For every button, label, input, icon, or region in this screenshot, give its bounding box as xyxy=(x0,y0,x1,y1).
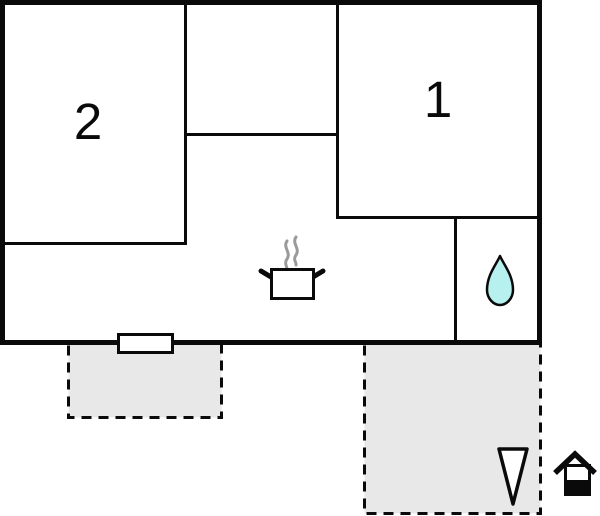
wall-middleroom-bottom xyxy=(184,133,339,136)
steam-icon xyxy=(284,239,290,273)
wall-bathroom-left xyxy=(454,216,457,345)
water-drop-icon xyxy=(485,254,515,307)
terrace-left xyxy=(67,342,223,419)
wall-outer-top xyxy=(0,0,542,5)
wall-outer-bottom xyxy=(0,340,542,345)
wall-outer-right xyxy=(537,0,542,345)
wall-room2-right xyxy=(184,0,187,245)
wall-outer-left xyxy=(0,0,5,345)
wall-room1-bottom xyxy=(336,216,542,219)
room-2-label: 2 xyxy=(73,93,103,150)
entrance-house-icon xyxy=(553,450,597,496)
living-kitchen-area xyxy=(5,245,454,340)
wall-room2-bottom xyxy=(0,242,187,245)
room-middle-area xyxy=(187,5,336,133)
steam-icon xyxy=(293,235,299,267)
wall-room1-left xyxy=(336,0,339,219)
room-1-label: 1 xyxy=(423,71,453,128)
stove-pot-icon xyxy=(258,235,326,300)
direction-cone-icon xyxy=(497,447,529,506)
window xyxy=(117,333,174,354)
